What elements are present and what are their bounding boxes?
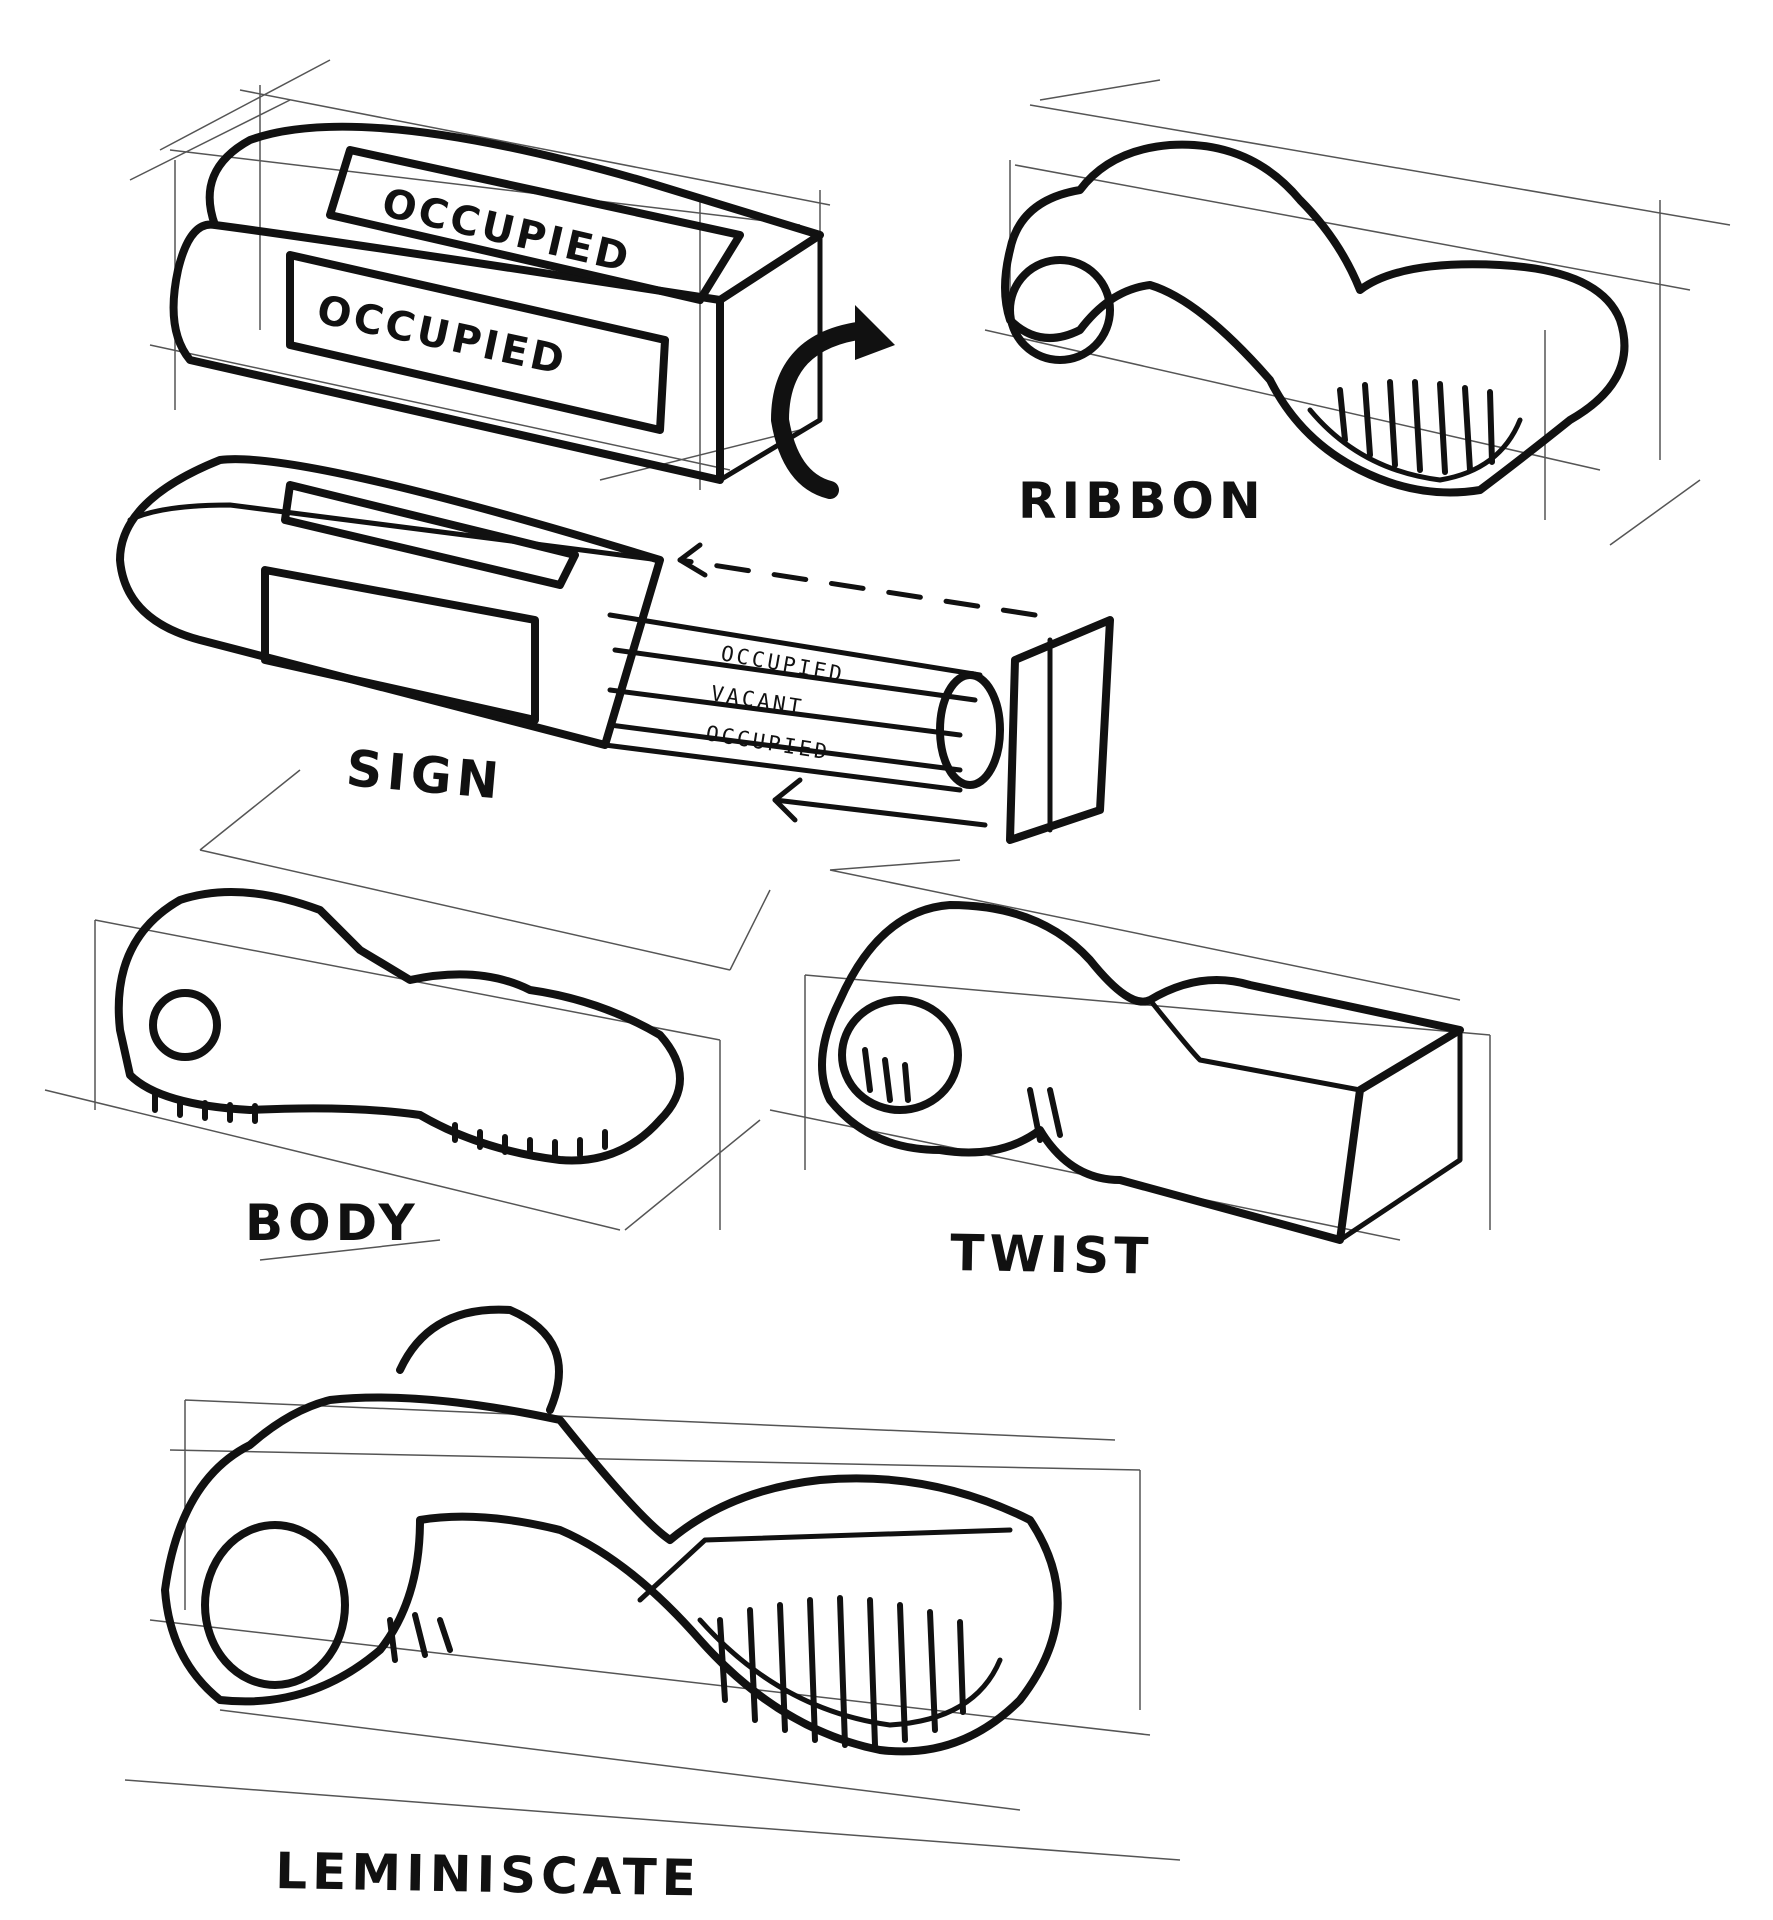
sign-sketch: OCCUPIED VACANT OCCUPIED SIGN bbox=[116, 455, 1114, 844]
body-hatch bbox=[152, 1092, 608, 1160]
occupied-box-sketch: OCCUPIED OCCUPIED bbox=[129, 59, 895, 499]
return-arrow-icon bbox=[772, 797, 988, 828]
body-label: BODY bbox=[245, 1194, 420, 1252]
ribbon-hatch bbox=[1337, 379, 1495, 475]
arrow-head-icon bbox=[855, 305, 895, 360]
rotate-arrow-icon bbox=[771, 321, 874, 499]
leminiscate-sketch: LEMINISCATE bbox=[124, 1239, 1181, 1907]
twist-hatch bbox=[862, 1047, 1063, 1143]
ribbon-sketch: RIBBON bbox=[984, 79, 1731, 546]
sign-label: SIGN bbox=[344, 739, 506, 811]
body-sketch: BODY bbox=[44, 769, 771, 1252]
cylinder-line-2: VACANT bbox=[709, 681, 805, 719]
insert-arrow-icon bbox=[677, 557, 1038, 618]
leminiscate-hatch bbox=[387, 1595, 966, 1748]
twist-sketch: TWIST bbox=[769, 859, 1491, 1286]
front-plate-text: OCCUPIED bbox=[313, 287, 571, 385]
leminiscate-label: LEMINISCATE bbox=[275, 1842, 702, 1907]
ribbon-label: RIBBON bbox=[1018, 472, 1266, 530]
twist-label: TWIST bbox=[950, 1224, 1154, 1286]
